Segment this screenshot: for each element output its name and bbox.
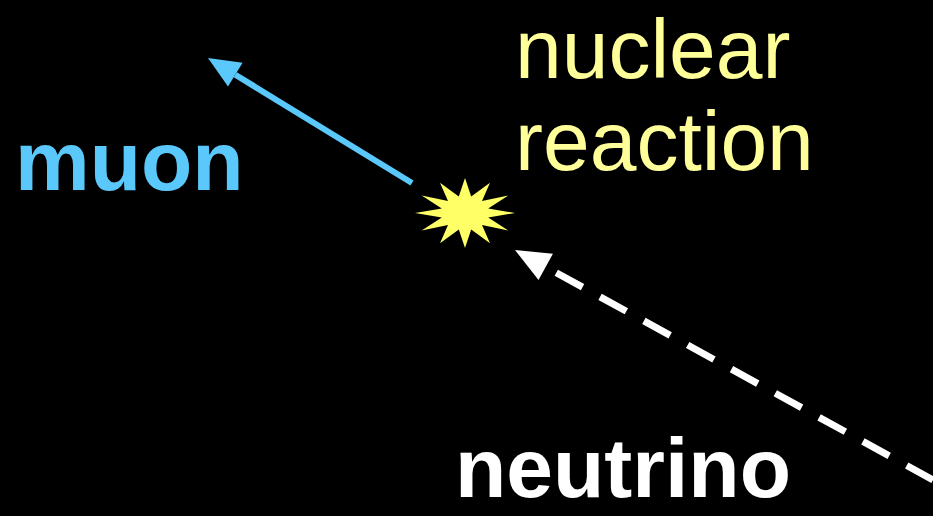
muon-path xyxy=(235,75,412,183)
muon-arrowhead xyxy=(208,58,243,87)
particle-label: muon xyxy=(15,115,315,207)
particle-label: neutrino xyxy=(455,422,875,514)
event-label: nuclear reaction xyxy=(515,3,855,188)
neutrino-arrowhead xyxy=(515,250,553,280)
reaction-burst xyxy=(415,178,515,248)
